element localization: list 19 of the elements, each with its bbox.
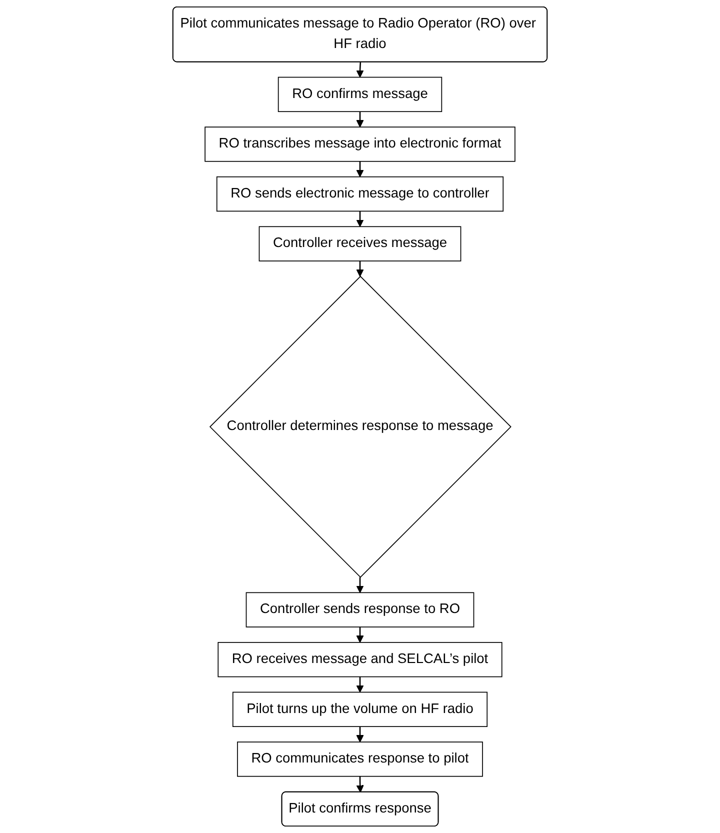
arrow: [356, 676, 364, 693]
arrow: [356, 161, 364, 178]
node-box: Controller sends response to RO: [246, 592, 474, 628]
arrow: [356, 260, 364, 277]
arrow: [356, 211, 364, 227]
node-box: RO receives message and SELCAL’s pilot: [218, 642, 502, 678]
arrow: [356, 112, 364, 128]
node-box: RO sends electronic message to controller: [216, 176, 504, 212]
node-box: Pilot turns up the volume on HF radio: [232, 692, 488, 727]
arrow: [356, 726, 364, 742]
arrow: [356, 626, 364, 643]
arrow: [356, 62, 364, 78]
node-box: Controller receives message: [258, 226, 462, 262]
node-diamond: Controller determines response to message: [209, 276, 512, 578]
node-box: RO communicates response to pilot: [237, 742, 483, 777]
node-box: RO confirms message: [278, 76, 442, 112]
node-box: RO transcribes message into electronic format: [204, 126, 516, 162]
arrow: [356, 776, 364, 793]
arrow: [356, 577, 364, 593]
